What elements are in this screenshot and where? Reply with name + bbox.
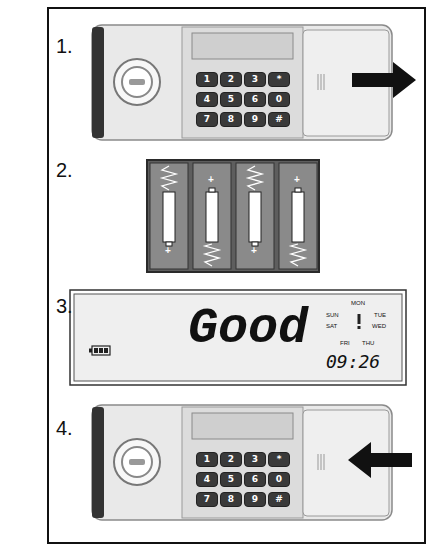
key-label: # <box>275 495 283 504</box>
keypad-key: 7 <box>196 112 218 127</box>
keypad-key: 3 <box>244 72 266 87</box>
keypad-key: 4 <box>196 92 218 107</box>
key-label: 9 <box>252 115 258 124</box>
time-readout: 09:26 <box>326 353 380 371</box>
key-label: 0 <box>276 475 282 484</box>
key-label: 1 <box>204 75 210 84</box>
keypad-key: 2 <box>220 72 242 87</box>
key-label: * <box>277 455 282 464</box>
key-label: 8 <box>228 495 234 504</box>
key-label: 2 <box>228 75 234 84</box>
step-number: 4. <box>56 418 73 438</box>
day-label: MON <box>351 300 365 306</box>
step-number: 3. <box>56 296 73 316</box>
keypad-key: 0 <box>268 92 290 107</box>
day-label: FRI <box>340 340 350 346</box>
key-label: 3 <box>252 75 258 84</box>
keypad-key: 5 <box>220 472 242 487</box>
keypad-key: 9 <box>244 112 266 127</box>
keypad-key: 7 <box>196 492 218 507</box>
key-label: 0 <box>276 95 282 104</box>
keypad-key: 1 <box>196 72 218 87</box>
keypad-key: 0 <box>268 472 290 487</box>
polarity-mark: + <box>208 175 214 185</box>
keypad-key: 2 <box>220 452 242 467</box>
keypad-key: 6 <box>244 472 266 487</box>
key-label: 8 <box>228 115 234 124</box>
keypad-key: 8 <box>220 492 242 507</box>
key-label: # <box>275 115 283 124</box>
keypad-key: 3 <box>244 452 266 467</box>
key-label: 5 <box>228 475 234 484</box>
lock-panel <box>92 25 392 140</box>
lcd-display: Good MON SUN TUE SAT WED FRI THU 09:26 <box>70 290 406 385</box>
key-label: 6 <box>252 475 258 484</box>
keypad-key: 1 <box>196 452 218 467</box>
key-label: 4 <box>204 95 210 104</box>
keypad-key: 5 <box>220 92 242 107</box>
day-label: THU <box>362 340 374 346</box>
step-number: 2. <box>56 160 73 180</box>
arrow-left <box>348 442 412 478</box>
day-label: SUN <box>326 312 339 318</box>
key-label: 1 <box>204 455 210 464</box>
keypad-key: 9 <box>244 492 266 507</box>
lock-panel <box>92 405 392 520</box>
polarity-mark: + <box>251 246 257 256</box>
key-label: 7 <box>204 495 210 504</box>
keypad-key: 8 <box>220 112 242 127</box>
battery-holder <box>147 160 319 272</box>
arrow-right <box>352 62 416 98</box>
key-label: 2 <box>228 455 234 464</box>
day-label: WED <box>372 323 386 329</box>
step-number: 1. <box>56 36 73 56</box>
keypad-key: 4 <box>196 472 218 487</box>
key-label: 6 <box>252 95 258 104</box>
keypad-key: # <box>268 492 290 507</box>
lcd-screen <box>70 290 406 385</box>
keypad-key: * <box>268 72 290 87</box>
keypad-key: # <box>268 112 290 127</box>
key-label: 4 <box>204 475 210 484</box>
polarity-mark: + <box>294 175 300 185</box>
keypad-key: 6 <box>244 92 266 107</box>
keypad-key: * <box>268 452 290 467</box>
key-label: 7 <box>204 115 210 124</box>
day-label: SAT <box>326 323 337 329</box>
day-label: TUE <box>374 312 386 318</box>
key-label: 5 <box>228 95 234 104</box>
status-readout: Good <box>188 304 308 354</box>
polarity-mark: + <box>165 246 171 256</box>
key-label: 3 <box>252 455 258 464</box>
key-label: * <box>277 75 282 84</box>
key-label: 9 <box>252 495 258 504</box>
